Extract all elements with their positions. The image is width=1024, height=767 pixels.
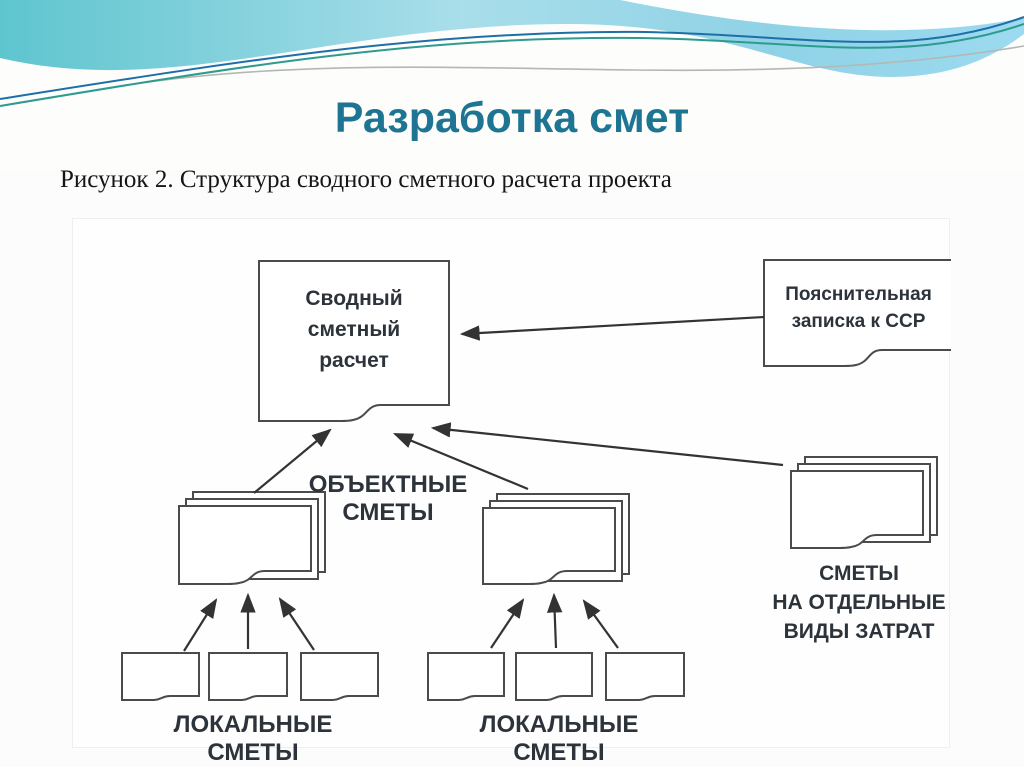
arrow-localA3 (278, 597, 315, 651)
separate-costs-label: СМЕТЫ НА ОТДЕЛЬНЫЕ ВИДЫ ЗАТРАТ (769, 559, 949, 646)
arrow-localA1 (183, 598, 218, 652)
blue-curve-line (0, 16, 1024, 100)
costs-label-line-1: СМЕТЫ (819, 562, 899, 585)
local-estimate-docs-left (121, 652, 379, 701)
arrow-localB2 (546, 592, 563, 649)
object-label-line-1: ОБЪЕКТНЫЕ (308, 471, 468, 498)
summary-estimate-box (258, 260, 450, 422)
estimate-structure-diagram (121, 259, 951, 701)
arrow-localB3 (582, 599, 619, 649)
separate-costs-stack (790, 456, 938, 549)
arrow-localB1 (490, 598, 525, 649)
summary-line-2: сметный (307, 318, 401, 341)
note-line-2: записка к ССР (791, 311, 926, 332)
figure-caption: Рисунок 2. Структура сводного сметного р… (60, 166, 672, 193)
explanatory-note-shape (763, 259, 951, 367)
arrow-leftstack-to-summary (253, 428, 332, 494)
local-estimate-docs-middle (427, 652, 685, 701)
object-estimates-stack-left (178, 491, 326, 585)
object-estimates-label: ОБЪЕКТНЫЕ СМЕТЫ (303, 471, 473, 527)
local-estimates-label-left: ЛОКАЛЬНЫЕ СМЕТЫ (173, 711, 333, 766)
arrow-middlestack-to-summary (392, 432, 529, 491)
costs-label-line-2: НА ОТДЕЛЬНЫЕ (772, 591, 946, 614)
arrow-note-to-summary (459, 315, 765, 341)
page-title: Разработка смет (334, 94, 690, 142)
note-line-1: Пояснительная (785, 284, 932, 305)
header-wave-decoration (0, 0, 1024, 170)
arrow-costsstack-to-summary (430, 422, 784, 467)
local-estimates-label-right: ЛОКАЛЬНЫЕ СМЕТЫ (479, 711, 639, 766)
costs-label-line-3: ВИДЫ ЗАТРАТ (783, 620, 935, 643)
green-curve-line (0, 23, 1024, 107)
summary-line-3: расчет (319, 349, 389, 372)
diagram-panel: Сводный сметный расчет Пояснительная зап… (72, 218, 953, 766)
object-label-line-2: СМЕТЫ (342, 499, 434, 526)
summary-line-1: Сводный (305, 287, 403, 310)
summary-estimate-label: Сводный сметный расчет (259, 283, 449, 376)
explanatory-note-label: Пояснительная записка к ССР (764, 281, 953, 335)
top-right-white-wedge (620, 0, 1024, 31)
object-estimates-stack-middle (482, 493, 630, 585)
gray-curve-line (119, 45, 1024, 87)
